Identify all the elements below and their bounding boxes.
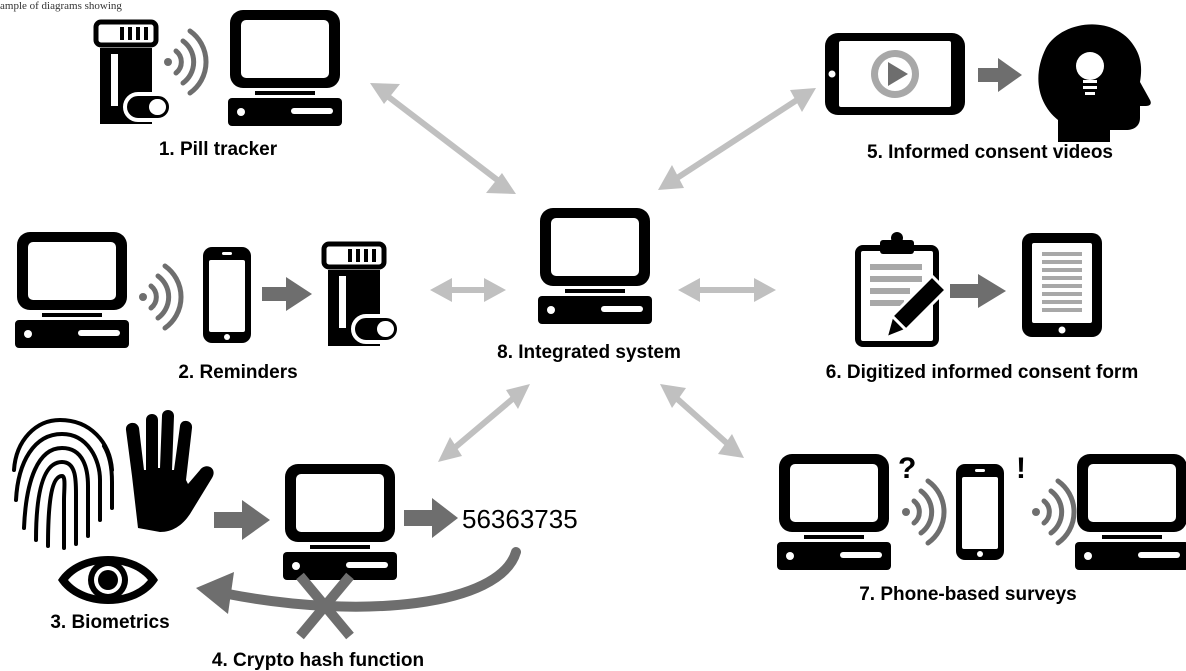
arrow-reminders-to-integrated: [430, 278, 506, 302]
pill-tracker-label: 1. Pill tracker: [159, 139, 278, 160]
arrow-hash-to-integrated: [438, 384, 530, 462]
tablet-video-icon: [825, 33, 965, 115]
desktop-computer-icon: [1075, 454, 1186, 570]
integrated-system-label: 8. Integrated system: [497, 342, 681, 363]
module-biometrics: 3. Biometrics: [12, 410, 214, 633]
tablet-document-icon: [1022, 233, 1102, 337]
exclamation-mark: !: [1016, 452, 1026, 485]
arrow-consent-form-to-integrated: [678, 278, 776, 302]
arrow-dark: [950, 274, 1006, 308]
pill-bottle-icon: [324, 244, 399, 346]
digitized-consent-form-label: 6. Digitized informed consent form: [826, 362, 1138, 383]
wireless-signal-icon: [139, 266, 181, 328]
wireless-signal-icon: [902, 481, 944, 543]
hash-output-value: 56363735: [462, 504, 578, 534]
arrow-dark: [978, 58, 1022, 92]
caption-fragment: ample of diagrams showing: [0, 0, 122, 12]
module-informed-consent-videos: 5. Informed consent videos: [825, 24, 1151, 163]
pill-bottle-icon: [96, 22, 171, 124]
module-phone-based-surveys: ? ! 7. Phone-based surveys: [777, 452, 1186, 605]
desktop-computer-icon: [228, 10, 342, 126]
desktop-computer-icon: [538, 208, 652, 324]
informed-consent-videos-label: 5. Informed consent videos: [867, 142, 1113, 163]
arrow-dark: [262, 277, 312, 311]
eye-icon: [58, 556, 158, 604]
module-integrated-system: 8. Integrated system: [497, 208, 681, 363]
arrow-pill-tracker-to-integrated: [370, 83, 516, 194]
question-mark: ?: [898, 452, 916, 485]
arrow-surveys-to-integrated: [660, 384, 744, 458]
smartphone-icon: [203, 247, 251, 343]
crypto-hash-label: 4. Crypto hash function: [212, 650, 424, 671]
module-crypto-hash: 56363735 4. Crypto hash function: [196, 464, 578, 671]
desktop-computer-icon: [15, 232, 129, 348]
module-pill-tracker: 1. Pill tracker: [96, 10, 342, 160]
smartphone-icon: [956, 464, 1004, 560]
head-lightbulb-icon: [1038, 24, 1151, 143]
module-digitized-consent-form: 6. Digitized informed consent form: [826, 232, 1138, 383]
connector-arrows: [370, 83, 816, 462]
module-reminders: 2. Reminders: [15, 232, 399, 383]
arrow-dark: [404, 498, 458, 538]
fingerprint-icon: [12, 417, 114, 550]
wireless-signal-icon: [164, 31, 206, 93]
reminders-label: 2. Reminders: [178, 362, 297, 383]
desktop-computer-icon: [777, 454, 891, 570]
arrow-videos-to-integrated: [658, 88, 816, 190]
biometrics-label: 3. Biometrics: [50, 612, 169, 633]
wireless-signal-icon: [1032, 481, 1074, 543]
no-reverse-arrow: [196, 547, 521, 640]
clipboard-pen-icon: [855, 232, 949, 347]
hand-icon: [125, 410, 214, 532]
desktop-computer-icon: [283, 464, 397, 580]
arrow-dark: [214, 500, 270, 540]
phone-based-surveys-label: 7. Phone-based surveys: [859, 584, 1077, 605]
